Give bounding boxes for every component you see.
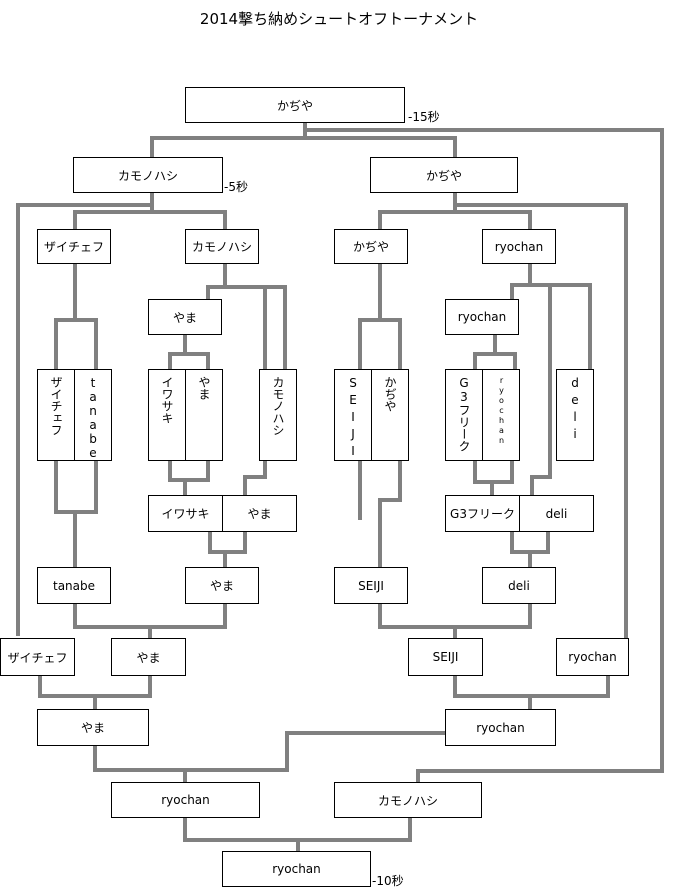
yama-losers-final-box: やま (37, 709, 149, 746)
champion-box: かぢや (185, 87, 405, 123)
ryo-r1-box: ryochan (482, 229, 556, 264)
g3-horizontal-box: G3フリーク (445, 495, 520, 532)
seiji-losers-box: SEIJI (408, 638, 483, 676)
tanabe-bottom-box: tanabe (37, 567, 111, 604)
iwasaki-vertical-box: イワサキ (148, 369, 186, 461)
deli-bottom-box: deli (482, 567, 556, 604)
zaichev-r1-box: ザイチェフ (37, 229, 111, 264)
kamo-grand-final-box: カモノハシ (334, 782, 482, 818)
left-semifinal-box: カモノハシ (73, 157, 223, 193)
yama-horizontal-box: やま (222, 495, 297, 532)
page-title: 2014撃ち納めシュートオフトーナメント (199, 10, 479, 28)
kamo-vertical-box: カモノハシ (259, 369, 297, 461)
yama-losers-box: やま (111, 638, 186, 676)
kamo-r1-box: カモノハシ (185, 229, 259, 264)
g3-vertical-box: G3フリーク (445, 369, 483, 461)
ryo-r2-box: ryochan (445, 299, 519, 335)
deli-vertical-box: deli (556, 369, 594, 461)
seiji-vertical-box: SEIJI (334, 369, 372, 461)
kaji-vertical-box: かぢや (371, 369, 409, 461)
zaichev-vertical-box: ザイチェフ (37, 369, 75, 461)
time-note-kamo: -5秒 (224, 180, 248, 194)
seiji-bottom-box: SEIJI (334, 567, 408, 604)
iwasaki-horizontal-box: イワサキ (148, 495, 223, 532)
ryochan-losers-final-box: ryochan (445, 709, 556, 746)
right-semifinal-box: かぢや (370, 157, 518, 193)
deli-horizontal-box: deli (519, 495, 594, 532)
tanabe-vertical-box: tanabe (74, 369, 112, 461)
zaichev-losers-box: ザイチェフ (0, 638, 75, 676)
kaji-r1-box: かぢや (334, 229, 408, 264)
ryochan-losers-box: ryochan (556, 638, 629, 676)
final-winner-box: ryochan (222, 851, 371, 887)
ryochan-vertical-box: ryochan (482, 369, 520, 461)
yama-vertical-box: やま (185, 369, 223, 461)
ryochan-grand-final-box: ryochan (111, 782, 260, 818)
time-note-top: -15秒 (408, 110, 440, 124)
yama-bottom-box: やま (185, 567, 259, 604)
time-note-final: -10秒 (372, 874, 404, 888)
yama-r2-box: やま (148, 299, 222, 335)
